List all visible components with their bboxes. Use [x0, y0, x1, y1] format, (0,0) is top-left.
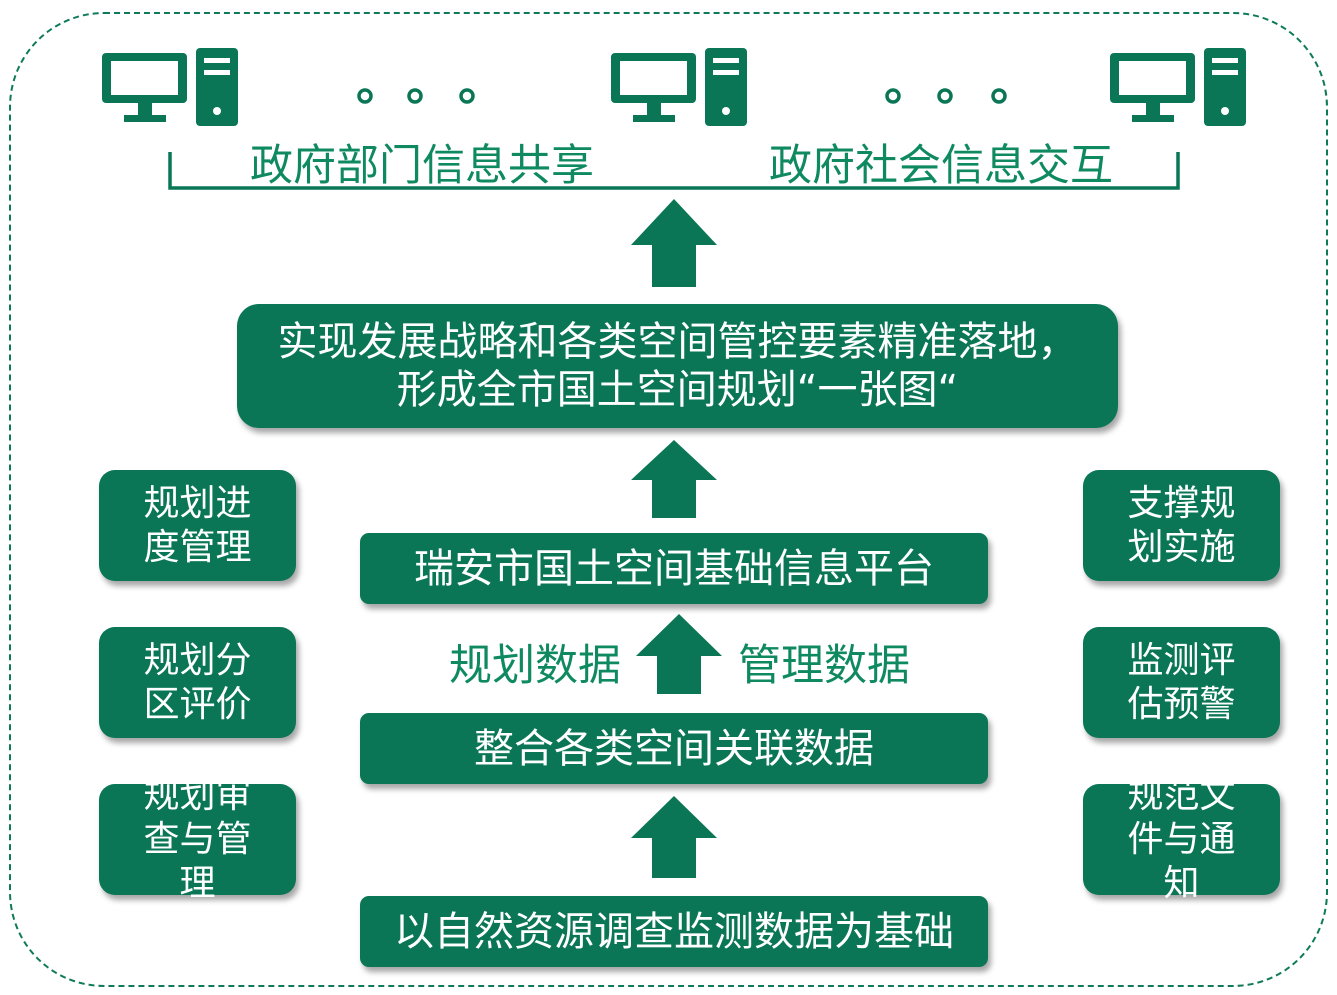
- left-box-progress-label: 规划进度管理: [143, 482, 252, 568]
- right-box-monitor: 监测评估预警: [1083, 627, 1280, 738]
- ellipsis-dots: [357, 88, 475, 104]
- ellipsis-dots: [885, 88, 1007, 104]
- right-box-support-label: 支撑规划实施: [1127, 482, 1236, 568]
- base-box: 以自然资源调查监测数据为基础: [360, 896, 988, 967]
- dashed-frame: [9, 12, 1328, 987]
- left-box-progress: 规划进度管理: [99, 470, 296, 581]
- gov-dept-sharing-label: 政府部门信息共享: [250, 141, 594, 191]
- left-box-zoning: 规划分区评价: [99, 627, 296, 738]
- up-arrow: [631, 199, 717, 287]
- planning-data-label: 规划数据: [449, 641, 621, 691]
- goal-box: 实现发展战略和各类空间管控要素精准落地， 形成全市国土空间规划“一张图“: [237, 304, 1118, 428]
- right-box-docs-label: 规范文件与通知: [1127, 774, 1236, 904]
- up-arrow: [631, 796, 717, 878]
- computer-icon: [611, 48, 747, 126]
- management-data-label: 管理数据: [738, 641, 910, 691]
- up-arrow: [631, 440, 717, 518]
- up-arrow: [636, 614, 722, 694]
- left-box-review: 规划审查与管理: [99, 775, 296, 904]
- platform-box: 瑞安市国土空间基础信息平台: [360, 533, 988, 604]
- computer-icon: [102, 48, 238, 126]
- goal-line-1: 实现发展战略和各类空间管控要素精准落地，: [277, 319, 1078, 365]
- goal-line-2: 形成全市国土空间规划“一张图“: [396, 367, 959, 413]
- right-box-docs: 规范文件与通知: [1083, 775, 1280, 904]
- left-box-review-label: 规划审查与管理: [143, 774, 252, 904]
- right-box-support: 支撑规划实施: [1083, 470, 1280, 581]
- left-box-zoning-label: 规划分区评价: [143, 639, 252, 725]
- integrate-box: 整合各类空间关联数据: [360, 713, 988, 784]
- bracket-line: [168, 152, 1180, 190]
- right-box-monitor-label: 监测评估预警: [1127, 639, 1236, 725]
- computer-icon: [1110, 48, 1246, 126]
- gov-society-interaction-label: 政府社会信息交互: [769, 141, 1113, 191]
